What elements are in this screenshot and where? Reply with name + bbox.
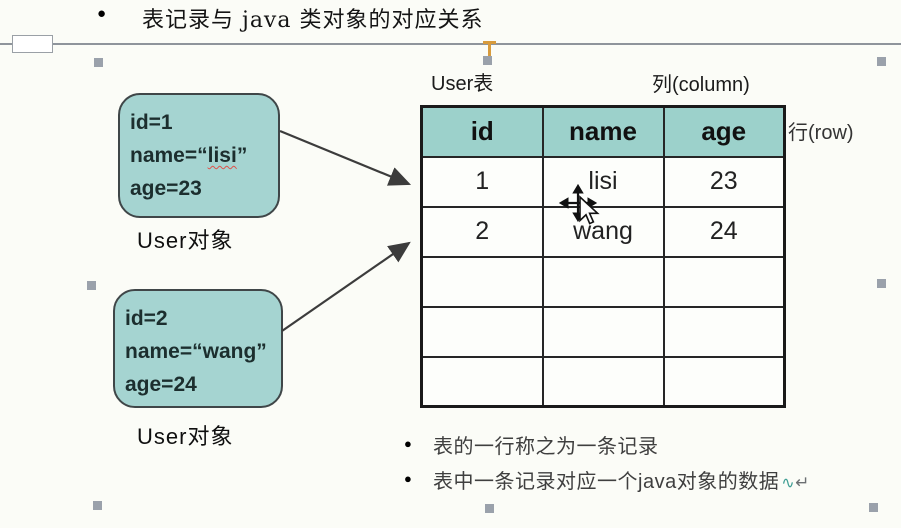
user-object-label-2[interactable]: User对象 <box>137 424 234 449</box>
user-object-label-1[interactable]: User对象 <box>137 228 234 253</box>
selection-handle-middle-right[interactable] <box>877 279 886 288</box>
selection-handle-bottom-center[interactable] <box>485 504 494 513</box>
squiggle-mark-icon: ∿ <box>781 475 796 492</box>
table-row: 1 lisi 23 <box>420 155 786 208</box>
table-row <box>420 355 786 408</box>
header-cell-age[interactable]: age <box>662 105 786 158</box>
table-cell[interactable] <box>541 355 665 408</box>
table-cell[interactable] <box>662 355 786 408</box>
column-label[interactable]: 列(column) <box>652 74 750 96</box>
soft-return-icon: ↵ <box>795 473 810 492</box>
table-cell[interactable] <box>541 255 665 308</box>
object2-id-field: id=2 <box>125 307 168 330</box>
selection-handle-top-left[interactable] <box>94 58 103 67</box>
rotation-handle-stem <box>488 43 491 56</box>
table-row <box>420 305 786 358</box>
table-cell[interactable] <box>420 305 544 358</box>
table-cell[interactable]: 23 <box>662 155 786 208</box>
selection-handle-bottom-left[interactable] <box>93 501 102 510</box>
table-cell[interactable]: wang <box>541 205 665 258</box>
divider-line <box>0 43 901 45</box>
selection-handle-top-right[interactable] <box>877 57 886 66</box>
header-cell-name[interactable]: name <box>541 105 665 158</box>
object1-id-field: id=1 <box>130 111 173 134</box>
object1-name-field: name=“lisi” <box>130 144 248 167</box>
object2-name-field: name=“wang” <box>125 340 267 363</box>
arrow-object2-to-row2 <box>281 241 411 332</box>
note-item[interactable]: 表的一行称之为一条记录 <box>433 436 659 458</box>
table-header-row: id name age <box>420 105 786 158</box>
table-cell[interactable]: 24 <box>662 205 786 258</box>
selection-handle-middle-left[interactable] <box>87 281 96 290</box>
user-object-box-2[interactable]: id=2 name=“wang” age=24 <box>113 289 283 408</box>
spellcheck-squiggle: lisi <box>207 144 237 167</box>
title-bullet-icon: ● <box>97 5 107 22</box>
table-cell[interactable] <box>420 355 544 408</box>
rotation-handle-icon[interactable] <box>483 41 496 44</box>
row-label[interactable]: 行(row) <box>788 122 854 144</box>
header-cell-id[interactable]: id <box>420 105 544 158</box>
table-cell[interactable]: 2 <box>420 205 544 258</box>
table-cell[interactable] <box>662 255 786 308</box>
table-cell[interactable] <box>662 305 786 358</box>
table-cell[interactable]: 1 <box>420 155 544 208</box>
table-row: 2 wang 24 <box>420 205 786 258</box>
table-cell[interactable]: lisi <box>541 155 665 208</box>
user-object-box-1[interactable]: id=1 name=“lisi” age=23 <box>118 93 280 218</box>
table-cell[interactable] <box>420 255 544 308</box>
note-item[interactable]: 表中一条记录对应一个java对象的数据∿↵ <box>433 471 810 493</box>
placeholder-box[interactable] <box>12 35 53 53</box>
table-row <box>420 255 786 308</box>
note-bullet-icon: ● <box>404 471 412 486</box>
arrow-object1-to-row1 <box>279 129 412 186</box>
table-cell[interactable] <box>541 305 665 358</box>
slide-title[interactable]: 表记录与 java 类对象的对应关系 <box>142 8 484 33</box>
table-caption[interactable]: User表 <box>431 73 494 95</box>
selection-handle-bottom-right[interactable] <box>869 503 878 512</box>
user-table[interactable]: id name age 1 lisi 23 2 wang 24 <box>420 105 786 408</box>
note-bullet-icon: ● <box>404 436 412 451</box>
selection-handle-top-center[interactable] <box>483 56 492 65</box>
object1-age-field: age=23 <box>130 177 202 200</box>
object2-age-field: age=24 <box>125 373 197 396</box>
